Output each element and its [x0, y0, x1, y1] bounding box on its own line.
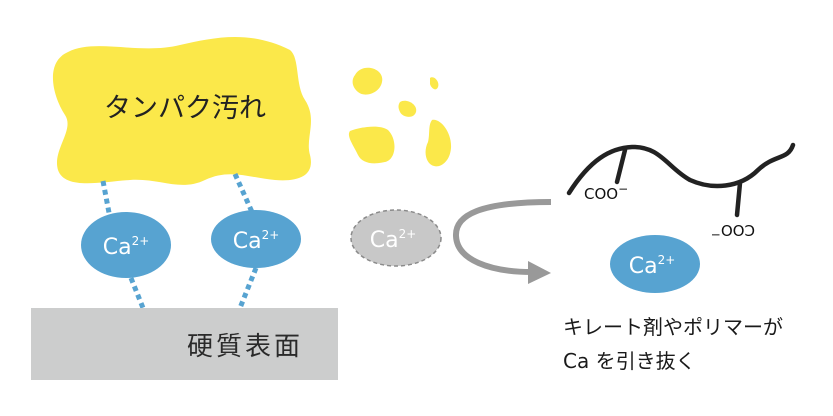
- bound-calcium-ion-1: Ca2+: [81, 212, 171, 278]
- carboxylate-group-1: COO−: [584, 182, 628, 203]
- caption-line-1: キレート剤やポリマーが: [563, 315, 783, 339]
- hard-surface-label: 硬質表面: [187, 332, 303, 362]
- polymer-chain: [566, 142, 796, 218]
- caption: キレート剤やポリマーが Ca を引き抜く: [563, 310, 783, 378]
- released-calcium-ion: Ca2+: [350, 209, 442, 267]
- svg-text:Ca2+: Ca2+: [370, 227, 417, 253]
- ion-symbol: Ca: [370, 228, 399, 253]
- extraction-arrow: [453, 199, 552, 284]
- ion-symbol: Ca: [629, 254, 658, 279]
- ion-symbol: Ca: [103, 235, 132, 260]
- protein-stain-blob: [52, 36, 311, 185]
- hard-surface: [31, 308, 338, 380]
- svg-text:Ca2+: Ca2+: [629, 253, 676, 279]
- bound-calcium-ion-2: Ca2+: [211, 210, 301, 268]
- carboxylate-group-2: COO−: [711, 221, 755, 242]
- ion-charge: 2+: [399, 227, 417, 241]
- bond-stain-to-ca-1: [100, 180, 113, 219]
- svg-text:Ca2+: Ca2+: [103, 234, 150, 260]
- protein-stain-label: タンパク汚れ: [104, 93, 266, 124]
- stain-fragment: [430, 77, 439, 90]
- stain-fragment: [425, 119, 452, 167]
- ion-symbol: Ca: [233, 229, 262, 254]
- ion-charge: 2+: [658, 253, 676, 267]
- stain-fragment: [398, 100, 417, 117]
- stain-fragment: [352, 67, 383, 95]
- caption-line-2: Ca を引き抜く: [563, 349, 696, 373]
- svg-text:Ca2+: Ca2+: [233, 228, 280, 254]
- captured-calcium-ion: Ca2+: [610, 235, 700, 293]
- ion-charge: 2+: [132, 234, 150, 248]
- bond-ca-1-to-surface: [128, 277, 146, 309]
- bond-ca-2-to-surface: [237, 267, 259, 309]
- stain-fragment: [348, 126, 395, 164]
- bond-stain-to-ca-2: [232, 172, 255, 214]
- ion-charge: 2+: [262, 228, 280, 242]
